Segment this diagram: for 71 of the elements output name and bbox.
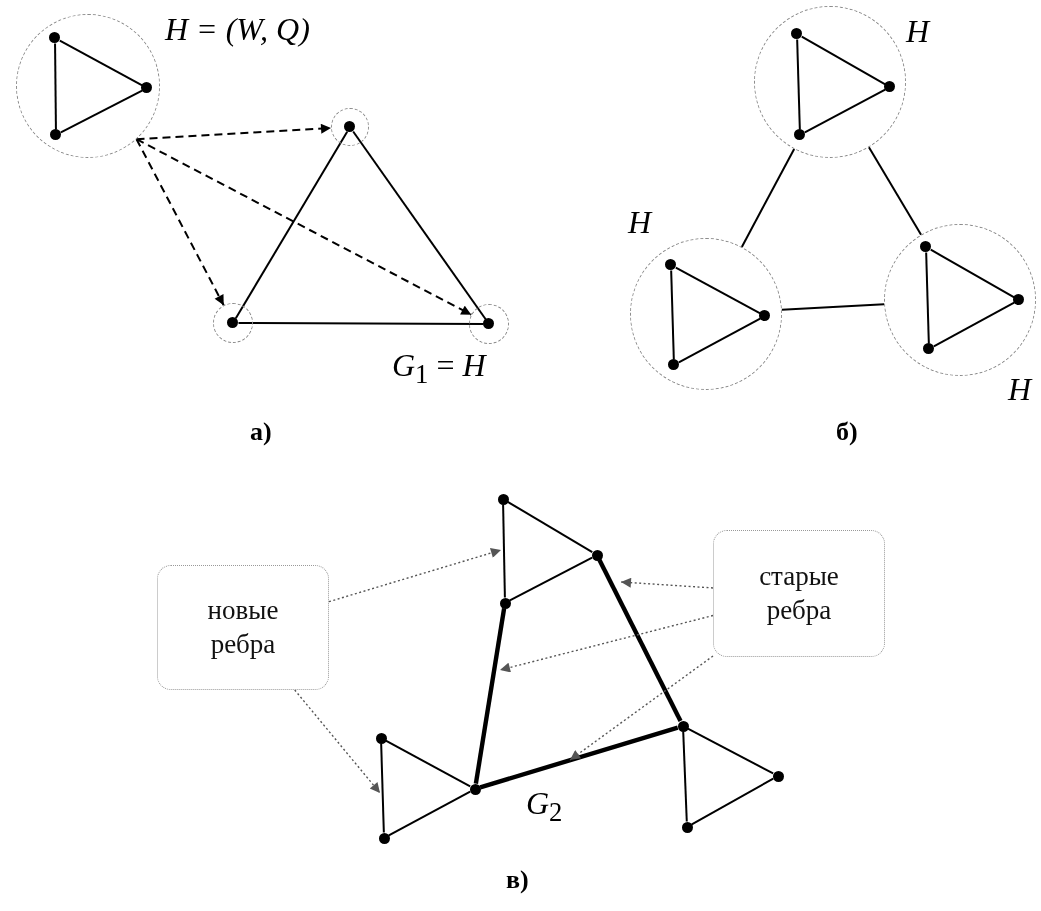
graph-vertex: [681, 821, 693, 833]
graph-edge: [674, 266, 762, 315]
graph-vertex: [378, 832, 390, 844]
leader-line: [499, 614, 714, 673]
panel-label: б): [836, 418, 858, 447]
graph-edge: [59, 89, 144, 134]
graph-vertex: [226, 316, 238, 328]
graph-vertex: [793, 128, 805, 140]
graph-edge: [677, 317, 762, 364]
graph-edge: [237, 322, 485, 325]
graph-edge: [502, 503, 506, 599]
graph-vertex: [1012, 293, 1024, 305]
graph-edge: [925, 251, 930, 345]
graph-vertex: [664, 258, 676, 270]
graph-vertex: [482, 317, 494, 329]
panel-label: а): [250, 418, 272, 447]
graph-vertex: [758, 309, 770, 321]
panel-label: в): [506, 866, 529, 895]
graph-vertex: [375, 732, 387, 744]
mapping-arrow: [135, 138, 473, 316]
graph-edge: [387, 790, 472, 837]
mapping-arrow: [135, 123, 333, 141]
graph-vertex: [667, 358, 679, 370]
graph-edge: [380, 742, 385, 834]
graph-edge: [690, 777, 775, 826]
leader-line: [294, 689, 381, 794]
graph-edge: [867, 146, 923, 236]
graph-vertex: [790, 27, 802, 39]
graph-edge: [670, 269, 675, 361]
graph-edge: [506, 500, 594, 554]
graph-edge: [234, 130, 349, 320]
graph-label: H: [906, 14, 930, 50]
graph-vertex: [469, 783, 481, 795]
graph-vertex: [140, 81, 152, 93]
graph-edge: [352, 130, 487, 321]
graph-edge: [932, 301, 1016, 348]
graph-label: G$_{1}$ = H: [392, 348, 486, 390]
graph-vertex: [497, 493, 509, 505]
graph-vertex: [677, 720, 689, 732]
graph-vertex: [48, 31, 60, 43]
graph-edge: [58, 39, 144, 87]
graph-edge: [780, 303, 886, 311]
graph-vertex: [499, 597, 511, 609]
graph-vertex: [49, 128, 61, 140]
graph-vertex: [343, 120, 355, 132]
graph-label: H: [1008, 372, 1032, 408]
graph-edge: [508, 556, 594, 602]
leader-line: [328, 548, 502, 603]
graph-edge: [929, 248, 1016, 299]
graph-edge: [54, 42, 57, 131]
graph-vertex: [591, 549, 603, 561]
graph-edge: [597, 558, 683, 723]
graph-label: H: [628, 205, 652, 241]
graph-edge: [473, 608, 507, 784]
graph-edge: [682, 730, 688, 823]
graph-label: G$_{2}$: [526, 786, 563, 828]
graph-vertex: [922, 342, 934, 354]
graph-edge: [479, 725, 679, 790]
mapping-arrow: [135, 138, 225, 307]
graph-vertex: [919, 240, 931, 252]
graph-edge: [384, 739, 472, 788]
graph-edge: [800, 35, 887, 86]
leader-line: [569, 655, 714, 761]
graph-edge: [803, 88, 887, 134]
graph-label: H = (W, Q): [165, 12, 310, 48]
graph-edge: [740, 148, 796, 248]
graph-edge: [686, 727, 775, 775]
leader-line: [620, 577, 714, 589]
graph-vertex: [772, 770, 784, 782]
graph-vertex: [883, 80, 895, 92]
graph-edge: [796, 38, 801, 131]
